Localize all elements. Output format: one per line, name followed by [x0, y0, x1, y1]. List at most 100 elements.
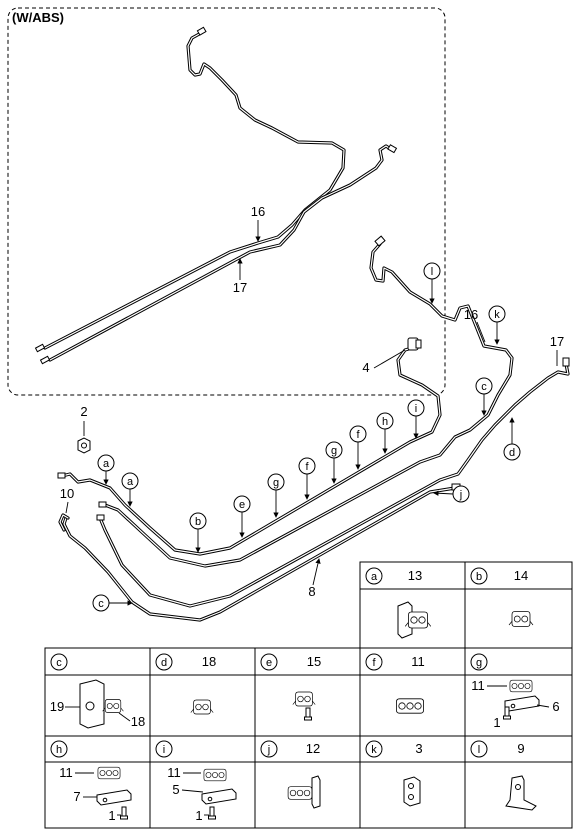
cell-part-number: 9: [517, 741, 524, 756]
callout-4-label: 4: [362, 360, 369, 375]
cell-part-number: 11: [411, 654, 425, 669]
callout-letter-e: e: [233, 495, 251, 538]
callout-17: 17: [550, 334, 564, 366]
inset-dashed-border: [7, 7, 446, 396]
cell-letter: i: [163, 744, 165, 756]
callout-8-label: 8: [308, 584, 315, 599]
callout-letter: a: [103, 458, 110, 470]
callout-letter-i: i: [407, 399, 425, 439]
table-cell-a: a 13: [365, 567, 432, 639]
callout-letter: f: [305, 461, 309, 473]
table-cell-i: i 11 5 1: [155, 740, 237, 823]
cell-part-number: 3: [415, 741, 422, 756]
callout-16: 16: [464, 307, 486, 343]
parts-table: a 13 b 14 c 19: [44, 561, 573, 829]
table-cell-l: l 9: [470, 740, 537, 811]
callout-letter: i: [415, 403, 417, 415]
bracket-part-illustration: [201, 788, 237, 805]
callout-letter: b: [195, 516, 201, 528]
callout-letter-f: f: [349, 425, 367, 470]
cell-letter: c: [56, 657, 62, 669]
inset-title: (W/ABS): [12, 10, 64, 25]
cell-part-number: 14: [514, 568, 528, 583]
cell-letter: k: [371, 744, 377, 756]
inset-callout-16-label: 16: [251, 204, 265, 219]
cell-part-label: 7: [73, 789, 80, 804]
cell-letter: d: [161, 657, 167, 669]
bracket-part-illustration: [504, 695, 540, 712]
cell-part-label: 6: [552, 699, 559, 714]
clip-part-illustration: [395, 698, 425, 714]
callout-letter-h: h: [376, 412, 394, 454]
table-cell-j: j 12: [260, 740, 321, 809]
cell-letter: h: [56, 744, 62, 756]
bracket-part-illustration: [96, 789, 132, 806]
cell-letter: l: [478, 744, 480, 756]
callout-letter: j: [459, 489, 462, 501]
callout-letter: c: [98, 598, 104, 610]
cell-letter: j: [267, 744, 270, 756]
table-cell-d: d 18: [155, 653, 216, 715]
callout-letter: g: [273, 477, 279, 489]
callout-letter-g: g: [267, 473, 285, 518]
table-cell-g: g 11 1 6: [470, 653, 560, 730]
inset-callout-17: 17: [233, 258, 247, 295]
cell-part-number: 12: [306, 741, 320, 756]
cell-part-number: 13: [408, 568, 422, 583]
callout-letter: c: [481, 381, 487, 393]
brake-line-16: [103, 242, 514, 568]
inset-fittings: [34, 26, 398, 365]
inset-brake-line-16: [43, 31, 346, 350]
bracket-part-illustration: [79, 679, 105, 729]
callout-letter-c: c: [475, 377, 493, 416]
cell-part-label: 11: [59, 765, 73, 780]
callout-letter-f: f: [298, 457, 316, 500]
callout-letter: a: [127, 476, 134, 488]
cell-part-label: 19: [50, 699, 64, 714]
brake-line-10: [58, 513, 70, 532]
callout-16-label: 16: [464, 307, 478, 322]
clip-part-illustration: [190, 699, 214, 715]
brake-line-8: [62, 486, 457, 622]
cell-part-label: 1: [108, 808, 115, 823]
cell-part-number: 18: [202, 654, 216, 669]
table-cell-f: f 11: [365, 653, 425, 714]
callout-letter-d: d: [503, 417, 521, 461]
callout-10: 10: [60, 486, 74, 514]
clip-part-illustration: [97, 766, 121, 780]
cell-letter: b: [476, 571, 482, 583]
callout-letter: d: [509, 447, 515, 459]
clip-part-illustration: [508, 611, 534, 627]
screw-part-illustration: [208, 806, 216, 820]
clip-part-illustration: [292, 691, 316, 721]
brake-line-4: [60, 346, 442, 556]
cell-letter: f: [372, 657, 376, 669]
cell-part-label: 5: [172, 782, 179, 797]
callout-letter-g: g: [325, 441, 343, 484]
callout-2: 2: [80, 404, 88, 436]
table-cell-e: e 15: [260, 653, 321, 721]
cell-part-label: 18: [131, 714, 145, 729]
cell-part-label: 11: [167, 765, 181, 780]
callout-letter-a: a: [121, 472, 139, 507]
callout-letter: l: [431, 266, 433, 278]
callout-10-label: 10: [60, 486, 74, 501]
callout-letter-b: b: [189, 512, 207, 553]
callout-2-label: 2: [80, 404, 87, 419]
cell-part-label: 11: [471, 678, 485, 693]
table-cell-c: c 19 18: [50, 653, 145, 729]
callout-letter: f: [356, 429, 360, 441]
callout-letter: g: [331, 445, 337, 457]
inset-brake-line-17: [48, 144, 394, 362]
clip-part-illustration: [102, 699, 124, 713]
bracket-part-illustration: [505, 775, 537, 811]
screw-part-illustration: [503, 706, 511, 720]
callout-4: 4: [362, 349, 406, 375]
callout-letter: e: [239, 499, 245, 511]
cell-letter: e: [266, 657, 272, 669]
clip-part-illustration: [203, 768, 227, 782]
inset-callout-17-label: 17: [233, 280, 247, 295]
cell-part-number: 15: [307, 654, 321, 669]
callout-letter-k: k: [488, 305, 506, 345]
